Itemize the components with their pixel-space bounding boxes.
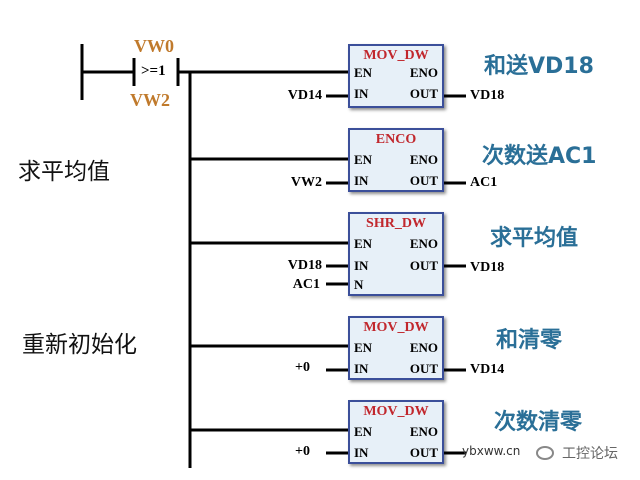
contact-compare-op: >=1 — [141, 63, 166, 79]
pin-in: IN — [354, 173, 369, 188]
pin-eno: ENO — [409, 65, 438, 80]
block2-comment: 次数送AC1 — [482, 144, 597, 169]
block-shr-dw: SHR_DW EN ENO IN OUT N — [348, 212, 444, 296]
block5-comment: 次数清零 — [494, 410, 583, 435]
block1-out-value: VD18 — [470, 88, 505, 103]
block3-in-value: VD18 — [287, 258, 322, 273]
block-enco: ENCO EN ENO IN OUT — [348, 128, 444, 192]
side-label-average: 求平均值 — [18, 159, 110, 185]
wechat-icon — [536, 446, 554, 460]
block-title: MOV_DW — [363, 48, 429, 63]
pin-in: IN — [354, 445, 369, 460]
block5-in-value: +0 — [295, 444, 310, 459]
block4-in-value: +0 — [295, 360, 310, 375]
pin-eno: ENO — [409, 152, 438, 167]
block3-n-value: AC1 — [292, 277, 320, 292]
block3-comment: 求平均值 — [490, 226, 579, 251]
pin-out: OUT — [409, 258, 438, 273]
watermark-text: ybxww.cn — [462, 444, 521, 458]
pin-en: EN — [354, 65, 373, 80]
pin-n: N — [354, 277, 364, 292]
pin-eno: ENO — [409, 424, 438, 439]
brand-text: 工控论坛 — [562, 446, 618, 462]
pin-en: EN — [354, 424, 373, 439]
pin-eno: ENO — [409, 340, 438, 355]
pin-out: OUT — [409, 445, 438, 460]
block-title: SHR_DW — [366, 216, 426, 231]
block2-in-value: VW2 — [290, 175, 322, 190]
block1-in-value: VD14 — [287, 88, 322, 103]
pin-in: IN — [354, 86, 369, 101]
contact-top-operand: VW0 — [134, 36, 174, 56]
pin-en: EN — [354, 340, 373, 355]
block3-out-value: VD18 — [470, 260, 505, 275]
block1-comment: 和送VD18 — [484, 54, 594, 79]
block4-comment: 和清零 — [496, 328, 563, 353]
pin-eno: ENO — [409, 236, 438, 251]
pin-in: IN — [354, 258, 369, 273]
pin-out: OUT — [409, 173, 438, 188]
block-title: MOV_DW — [363, 404, 429, 419]
block-mov-dw-1: MOV_DW EN ENO IN OUT — [348, 44, 444, 108]
contact-bottom-operand: VW2 — [130, 90, 170, 110]
block-title: MOV_DW — [363, 320, 429, 335]
block-mov-dw-2: MOV_DW EN ENO IN OUT — [348, 316, 444, 380]
block-title: ENCO — [375, 132, 417, 147]
pin-out: OUT — [409, 361, 438, 376]
pin-out: OUT — [409, 86, 438, 101]
block4-out-value: VD14 — [470, 362, 505, 377]
block-mov-dw-3: MOV_DW EN ENO IN OUT — [348, 400, 444, 464]
block2-out-value: AC1 — [470, 175, 498, 190]
pin-in: IN — [354, 361, 369, 376]
pin-en: EN — [354, 152, 373, 167]
side-label-reinit: 重新初始化 — [22, 332, 137, 358]
pin-en: EN — [354, 236, 373, 251]
